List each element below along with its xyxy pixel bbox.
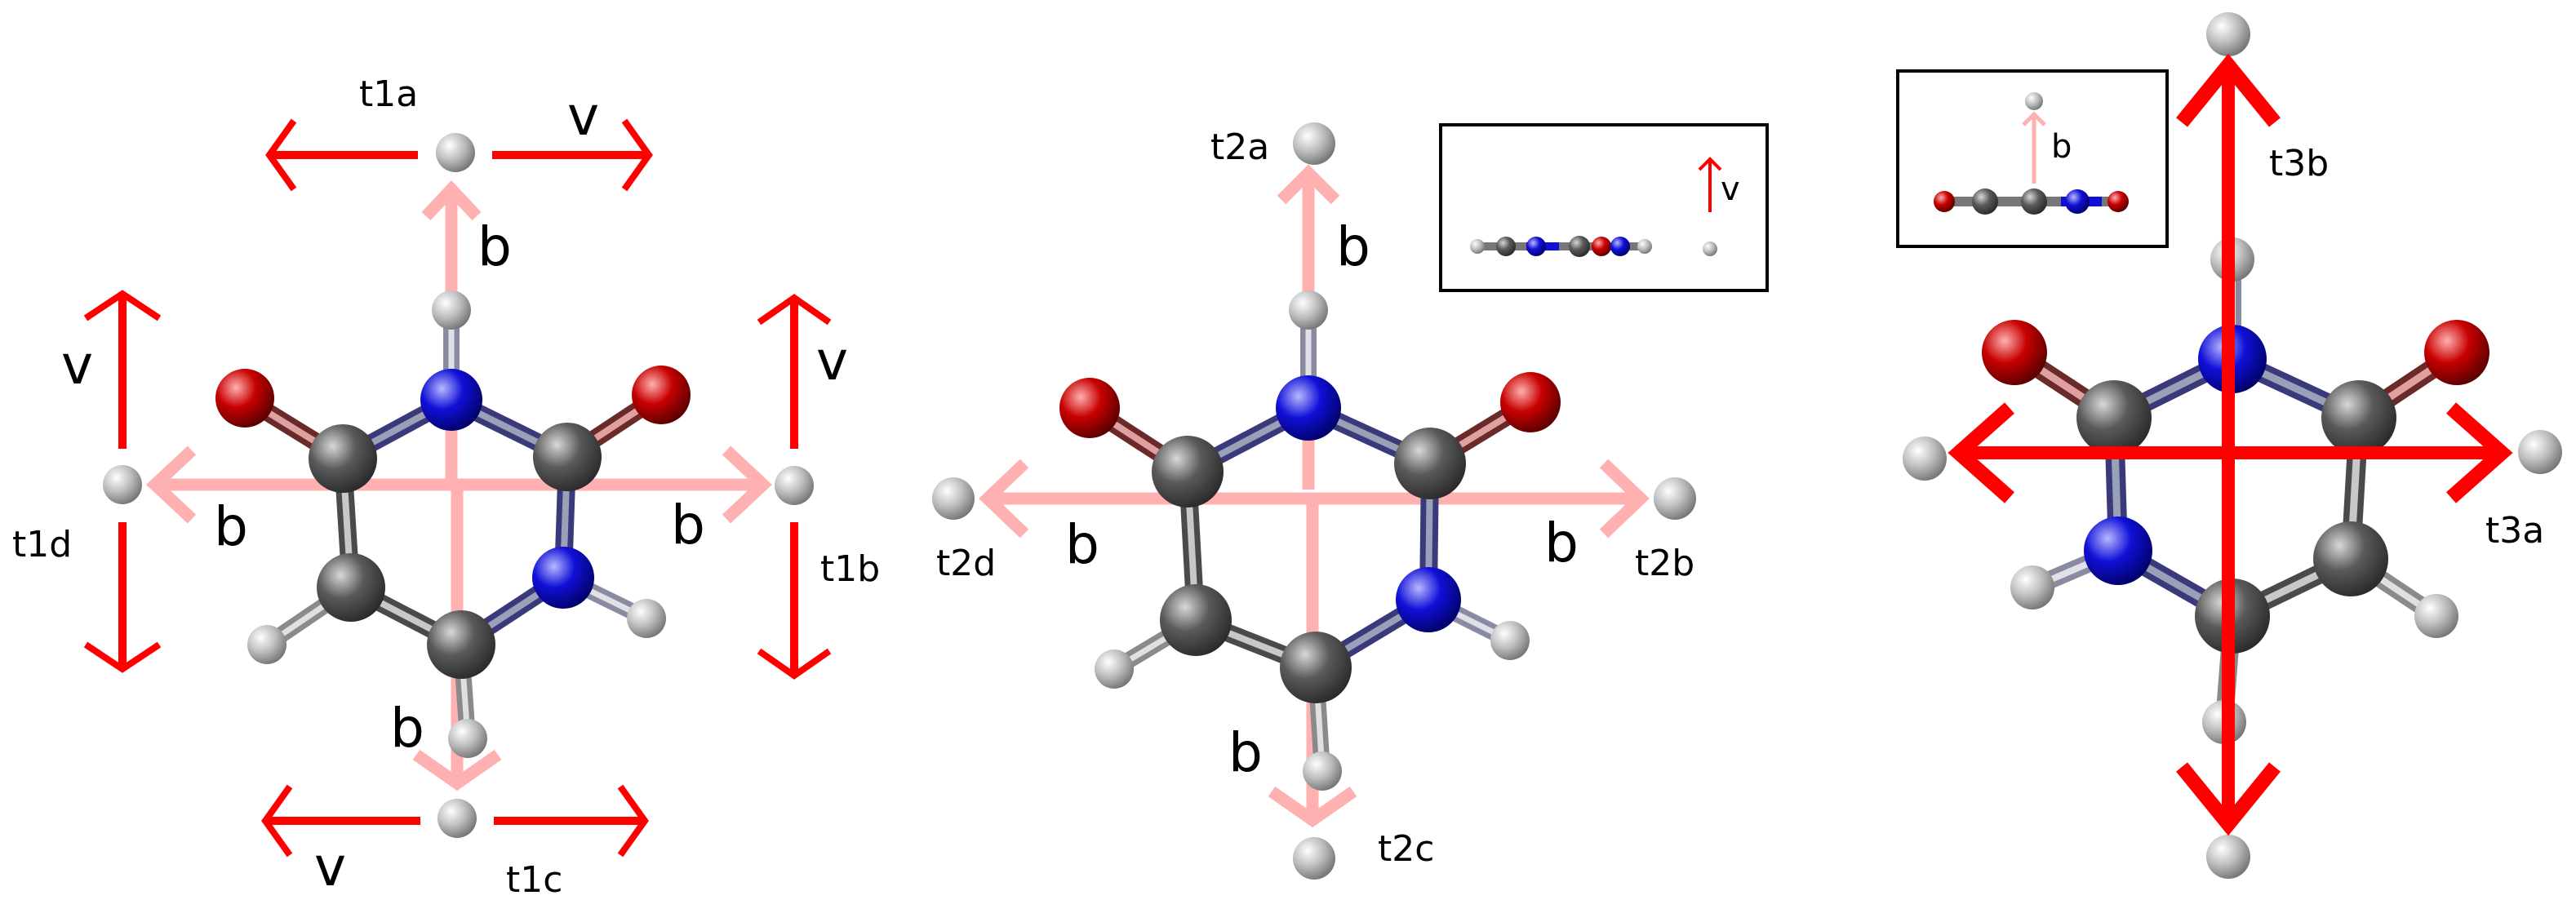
label-t1b: t1b (820, 548, 880, 590)
probe-atom-t2b (1654, 477, 1696, 520)
molecule-3 (1982, 237, 2489, 744)
atom-c (1152, 436, 1224, 508)
label-b-right: b (1544, 512, 1579, 574)
label-b-left: b (214, 495, 248, 558)
atom-h (627, 599, 666, 638)
atom-n (1276, 375, 1341, 441)
atom-c (2076, 380, 2152, 455)
inset-label-v: v (1721, 171, 1740, 208)
probe-atom-left (1903, 437, 1947, 481)
panel-2: v t2a b b b t2d t2b b t2c (932, 122, 1769, 880)
atom-n (1396, 567, 1461, 632)
probe-atom-t3b-top (2206, 12, 2250, 56)
arrow-b-bottom-head (412, 749, 502, 791)
label-t1c: t1c (506, 859, 562, 901)
panel1-v-arrows (83, 118, 832, 858)
label-t1a: t1a (359, 73, 418, 115)
label-v-bottom: v (314, 836, 346, 898)
label-t2b: t2b (1635, 543, 1694, 584)
atom-c (427, 610, 495, 679)
label-t1d: t1d (12, 524, 72, 565)
label-b-top: b (1336, 215, 1370, 278)
probe-atom-t2d (932, 477, 975, 520)
atom-n (2084, 516, 2152, 585)
label-v-left: v (61, 334, 93, 397)
probe-atom-t3b-bottom (2206, 835, 2250, 879)
atom-h (247, 625, 286, 664)
arrow-b-left-head (146, 445, 197, 524)
probe-atom-t1c (437, 799, 477, 838)
atom-c (317, 553, 385, 622)
probe-atom-t1a (436, 133, 475, 172)
atom-h (1303, 751, 1342, 791)
atom-h (1095, 649, 1134, 689)
atom-c (1280, 632, 1352, 703)
atom-o (1500, 372, 1561, 432)
atom-h (432, 290, 471, 330)
atom-o (1982, 320, 2047, 385)
probe-atom-t1d (103, 465, 142, 504)
atom-o (632, 366, 691, 424)
label-t3a: t3a (2485, 510, 2544, 552)
panel3-arrows (1948, 53, 2513, 836)
label-b-top: b (477, 215, 512, 278)
atom-c (2321, 380, 2396, 455)
label-t2c: t2c (1378, 828, 1434, 870)
label-b-left: b (1065, 513, 1099, 576)
atom-c (1160, 584, 1232, 656)
probe-atom-t3a (2518, 430, 2562, 474)
atom-c (533, 423, 602, 491)
label-b-bottom: b (390, 697, 424, 760)
atom-h (2010, 565, 2054, 609)
label-t2a: t2a (1210, 126, 1269, 168)
arrow-b-right-head (722, 445, 772, 524)
arrow-b-top-head (421, 180, 482, 221)
label-t2d: t2d (936, 543, 996, 584)
label-b-right: b (671, 494, 705, 556)
probe-atom-t2a (1293, 122, 1335, 165)
atom-h (2414, 594, 2458, 638)
molecule-2 (1059, 290, 1561, 791)
atom-c (1394, 428, 1466, 499)
molecule-1 (215, 290, 691, 758)
inset-label-b: b (2051, 128, 2072, 166)
label-b-bottom: b (1228, 721, 1263, 784)
probe-atom-t1b (775, 466, 814, 505)
probe-atom-t2c (1293, 837, 1335, 880)
label-v-top: v (567, 85, 599, 148)
inset-side-view-2: v (1439, 123, 1769, 292)
atom-o (1059, 378, 1120, 438)
atom-o (215, 369, 274, 428)
atom-c (309, 424, 377, 493)
atom-n (420, 369, 482, 431)
probe-atom-inset (2025, 92, 2043, 110)
atom-o (2424, 320, 2489, 385)
atom-h (1490, 621, 1530, 660)
atom-h (1289, 290, 1328, 330)
inset-side-view-3: b (1896, 69, 2169, 248)
label-v-right: v (816, 330, 848, 392)
label-t3b: t3b (2269, 143, 2329, 184)
atom-n (532, 547, 594, 609)
panel-1: t1a v b v v t1d b b t1b b v t1c (12, 73, 880, 901)
atom-h (448, 719, 487, 758)
panel-3: b t3b t3a (1896, 12, 2562, 879)
atom-c (2313, 521, 2388, 596)
probe-atom-inset (1703, 242, 1717, 256)
